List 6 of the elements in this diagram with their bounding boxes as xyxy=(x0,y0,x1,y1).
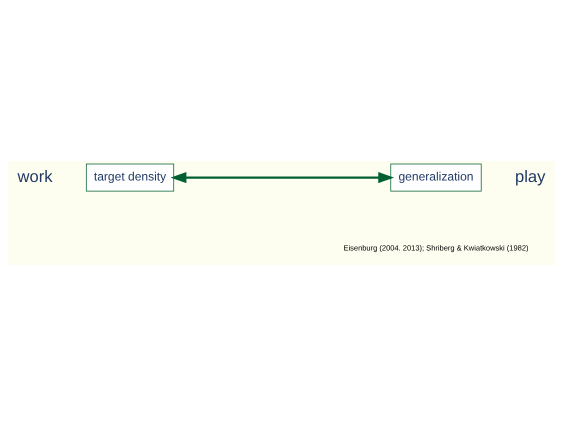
node-label: play xyxy=(515,166,546,186)
arrow xyxy=(170,172,394,184)
node-box: target density xyxy=(86,164,174,192)
node-box: generalization xyxy=(390,164,482,192)
node-label: work xyxy=(18,166,53,186)
label: Eisenburg (2004. 2013); Shriberg & Kwiatkowski (1982) xyxy=(343,243,529,252)
